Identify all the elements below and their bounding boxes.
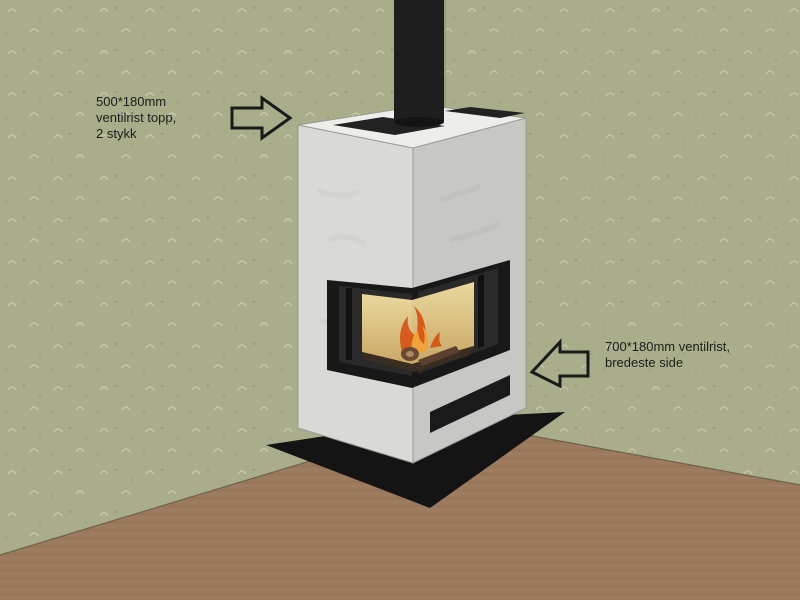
frame-mullion-left <box>346 288 352 360</box>
top-vent-grille-left <box>333 117 445 135</box>
firebox-back-left <box>362 294 412 364</box>
side-vent-line-2: bredeste side <box>605 355 684 370</box>
firewood-logs <box>401 346 460 366</box>
top-vent-line-3: 2 stykk <box>96 126 137 141</box>
firebox-floor <box>362 346 474 372</box>
top-vent-annotation: 500*180mm ventilrist topp, 2 stykk <box>96 94 176 142</box>
top-vent-grille-right <box>445 107 525 118</box>
right-wall <box>445 0 800 485</box>
bottom-vent-grille <box>430 375 510 433</box>
top-vent-line-1: 500*180mm <box>96 94 167 109</box>
top-vent-line-2: ventilrist topp, <box>96 110 177 125</box>
chimney-collar <box>394 117 444 127</box>
chimney-pipe <box>394 0 444 122</box>
frame-mullion-right <box>478 274 484 348</box>
arrow-left-outline-icon <box>529 338 590 389</box>
fire-flames <box>400 306 442 352</box>
wooden-floor <box>0 420 800 600</box>
side-vent-annotation: 700*180mm ventilrist, bredeste side <box>605 339 730 371</box>
side-vent-line-1: 700*180mm ventilrist, <box>605 339 730 354</box>
arrow-right-outline-icon <box>230 95 293 141</box>
